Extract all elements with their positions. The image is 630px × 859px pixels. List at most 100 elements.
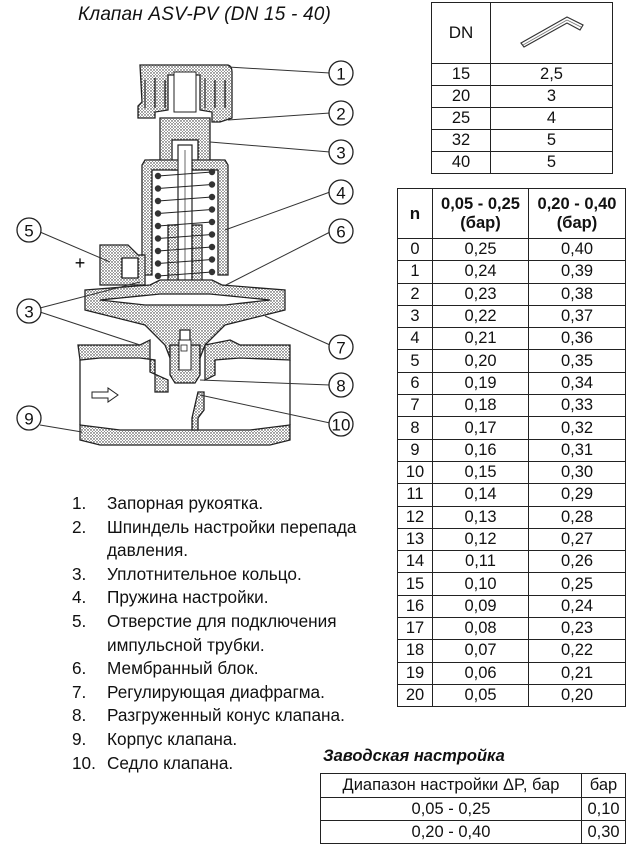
spring-coil-section	[208, 181, 216, 188]
range1-value: 0,19	[432, 371, 529, 396]
spring-coil-section	[154, 260, 162, 267]
range2-value: 0,39	[528, 260, 626, 284]
n-header: n	[397, 188, 433, 239]
n-value: 6	[397, 371, 433, 396]
callout-6: 6	[328, 218, 354, 244]
range1-value: 0,21	[432, 327, 529, 351]
spring-coil-section	[154, 272, 162, 280]
range2-value: 0,37	[528, 304, 626, 329]
factory-setting-title: Заводская настройка	[323, 747, 505, 765]
legend-number: 5.	[72, 610, 87, 631]
key-size-value: 4	[490, 107, 613, 130]
callout-4: 4	[328, 179, 354, 205]
n-value: 5	[397, 349, 433, 373]
spring-coil	[157, 259, 213, 264]
spring-coil	[157, 171, 213, 177]
legend-text: Пружина настройки.	[107, 587, 269, 608]
factory-range: 0,05 - 0,25	[320, 797, 582, 821]
leader-lines	[39, 66, 331, 433]
svg-text:7: 7	[336, 339, 345, 358]
spring-coil-section	[208, 206, 216, 213]
legend-item: 7.Регулирующая диафрагма.	[72, 681, 367, 705]
range2-value: 0,25	[528, 572, 626, 596]
svg-text:6: 6	[336, 223, 345, 242]
range2-value: 0,28	[528, 505, 626, 529]
range1-value: 0,06	[432, 661, 529, 685]
key-size-value: 5	[490, 129, 613, 152]
spring-coil	[157, 184, 213, 189]
range1-value: 0,16	[432, 438, 529, 462]
legend-text: Запорная рукоятка.	[107, 493, 264, 513]
svg-text:10: 10	[332, 416, 351, 435]
spring-coil	[157, 209, 213, 214]
legend-item: 10.Седло клапана.	[72, 752, 367, 776]
range1-value: 0,17	[432, 416, 529, 440]
legend-number: 4.	[72, 587, 87, 608]
svg-text:4: 4	[336, 184, 345, 203]
range2-header: 0,20 - 0,40(бар)	[528, 188, 626, 239]
spring-coil-section	[154, 235, 162, 242]
legend-item: 2.Шпиндель настройки перепада давления.	[72, 516, 367, 563]
range1-value: 0,24	[432, 260, 529, 284]
legend-item: 3.Уплотнительное кольцо.	[72, 563, 367, 587]
callout-1: 1	[328, 60, 354, 86]
range1-value: 0,07	[432, 639, 529, 663]
n-value: 20	[397, 683, 433, 708]
flow-arrow-icon	[91, 387, 119, 403]
legend-number: 1.	[72, 493, 87, 513]
svg-text:8: 8	[336, 377, 345, 396]
range1-value: 0,11	[432, 550, 529, 574]
legend-number: 2.	[72, 516, 87, 537]
range2-value: 0,31	[528, 438, 626, 462]
legend-text: Отверстие для подключения импульсной тру…	[107, 610, 337, 655]
svg-text:5: 5	[24, 222, 33, 241]
callout-9: 9	[16, 405, 42, 431]
legend-text: Разгруженный конус клапана.	[107, 705, 345, 726]
svg-text:3: 3	[336, 144, 345, 163]
key-size-value: 5	[490, 151, 613, 174]
factory-setting-table: Диапазон настройки ΔP, бар бар 0,05 - 0,…	[320, 773, 626, 844]
n-value: 11	[397, 483, 433, 507]
n-value: 14	[397, 550, 433, 574]
n-value: 2	[397, 282, 433, 306]
range2-value: 0,38	[528, 282, 626, 306]
range2-value: 0,20	[528, 683, 626, 708]
legend-item: 8.Разгруженный конус клапана.	[72, 704, 367, 728]
valve-cross-section-diagram: + 1 2 3 4 5 6 3 7 8 9 10	[16, 60, 354, 446]
legend-number: 6.	[72, 658, 87, 679]
range1-value: 0,13	[432, 505, 529, 529]
legend-text: Мембранный блок.	[107, 658, 259, 679]
spring-coil-section	[208, 231, 216, 238]
dn-header: DN	[431, 2, 491, 64]
hex-key-icon	[519, 15, 584, 48]
legend-text: Уплотнительное кольцо.	[107, 563, 302, 584]
range1-value: 0,09	[432, 594, 529, 619]
range2-value: 0,27	[528, 527, 626, 552]
spring-housing	[141, 159, 229, 276]
legend-item: 1. Запорная рукоятка.	[72, 492, 367, 516]
page-title: Клапан ASV-PV (DN 15 - 40)	[78, 4, 332, 25]
valve-body	[77, 338, 169, 393]
callout-2: 2	[328, 100, 354, 126]
range1-value: 0,18	[432, 394, 529, 418]
spring-coil-section	[208, 268, 216, 276]
n-value: 10	[397, 460, 433, 485]
range2-value: 0,30	[528, 460, 626, 485]
n-value: 19	[397, 661, 433, 685]
range1-value: 0,05	[432, 683, 529, 708]
n-value: 15	[397, 572, 433, 596]
spring-coil	[157, 271, 213, 277]
key-size-value: 3	[490, 85, 613, 108]
